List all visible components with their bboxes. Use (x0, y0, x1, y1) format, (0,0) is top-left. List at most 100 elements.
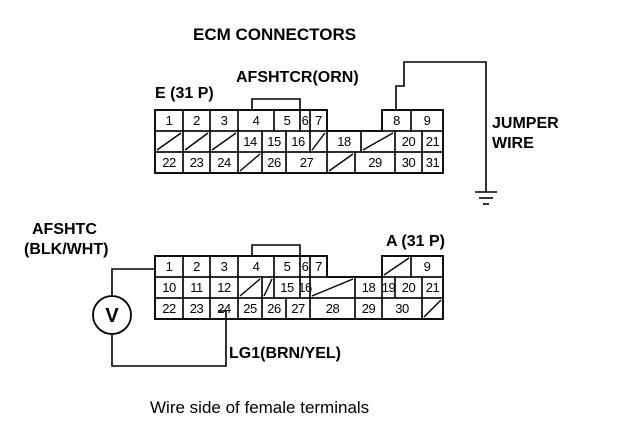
jumper-wire (395, 61, 487, 192)
connector-a-pin-cell: 11 (182, 276, 211, 299)
connector-e-pin-number: 14 (243, 134, 257, 149)
connector-a-pin-number: 1 (166, 259, 173, 274)
connector-e-pin-number: 7 (315, 113, 322, 128)
connector-a-pin-cell: 20 (394, 276, 423, 299)
connector-a-pin-cell (261, 276, 275, 299)
connector-e-pin-number: 22 (162, 155, 176, 170)
connector-a-empty-cavity (239, 278, 261, 297)
connector-e-empty-cavity (311, 132, 326, 151)
connector-e-pin-number: 8 (393, 113, 400, 128)
connector-e-key-tab (251, 98, 301, 110)
connector-e-pin-cell: 21 (421, 130, 444, 153)
jumper-label-line1: JUMPER (492, 115, 559, 132)
connector-e-pin-cell: 24 (209, 151, 239, 174)
connector-a-empty-cavity (423, 299, 442, 318)
connector-e-pin-cell: 2 (182, 109, 211, 132)
connector-a-pin-cell: 6 (299, 255, 311, 278)
connector-a-pin-cell: 15 (273, 276, 301, 299)
connector-a-pin-cell: 2 (182, 255, 211, 278)
connector-e-empty-cavity (156, 132, 182, 151)
ground-icon (475, 191, 497, 205)
connector-e-pin-cell: 8 (381, 109, 412, 132)
connector-e-pin-cell (309, 130, 328, 153)
connector-a-pin-cell: 25 (237, 297, 263, 320)
connector-a-pin-cell: 22 (154, 297, 184, 320)
connector-e-pin-number: 20 (402, 134, 416, 149)
connector-a-pin-cell: 10 (154, 276, 184, 299)
lg1-wire-label: LG1(BRN/YEL) (229, 345, 341, 362)
connector-e-empty-cavity (211, 132, 237, 151)
connector-a-pin-cell: 27 (285, 297, 311, 320)
connector-e-pin-number: 5 (284, 113, 291, 128)
voltmeter-icon: V (92, 295, 132, 335)
connector-e-pin-cell (154, 130, 184, 153)
connector-a-pin-number: 4 (253, 259, 260, 274)
connector-e-pin-cell (237, 151, 263, 174)
connector-a-empty-cavity (383, 257, 410, 276)
connector-a-pin-cell: 18 (354, 276, 383, 299)
jumper-label-line2: WIRE (492, 135, 534, 152)
connector-a-pin-number: 21 (426, 280, 440, 295)
connector-e-pin-cell (326, 151, 356, 174)
connector-e-pin-cell (360, 130, 396, 153)
connector-e-pin-number: 24 (217, 155, 231, 170)
connector-a-pin-number: 12 (217, 280, 231, 295)
connector-a-pin-number: 16 (298, 280, 312, 295)
connector-a-pin-number: 28 (326, 301, 340, 316)
connector-a-pin-cell: 30 (381, 297, 423, 320)
connector-a-pin-cell: 12 (209, 276, 239, 299)
connector-e-pin-cell: 5 (273, 109, 301, 132)
connector-e-pin-cell: 3 (209, 109, 239, 132)
connector-e-notch (328, 109, 381, 131)
connector-e-pin-cell: 4 (237, 109, 275, 132)
connector-a-pin-cell: 26 (261, 297, 287, 320)
connector-e-pin-cell: 27 (285, 151, 328, 174)
connector-a-pin-cell: 19 (381, 276, 396, 299)
connector-a-pin-number: 24 (217, 301, 231, 316)
connector-a-empty-cavity (263, 278, 273, 297)
connector-e-empty-cavity (184, 132, 209, 151)
connector-a-pin-number: 10 (162, 280, 176, 295)
connector-a-pin-cell (421, 297, 444, 320)
connector-a-pin-number: 27 (291, 301, 305, 316)
connector-a-pin-number: 18 (362, 280, 376, 295)
connector-e-pin-cell: 1 (154, 109, 184, 132)
connector-a-pin-number: 19 (382, 280, 396, 295)
connector-a-pin-cell: 5 (273, 255, 301, 278)
connector-a-pin-number: 22 (162, 301, 176, 316)
connector-a-pin-cell: 29 (354, 297, 383, 320)
diagram-title: ECM CONNECTORS (193, 25, 356, 44)
connector-a-pin-cell: 28 (309, 297, 356, 320)
connector-a-pin-cell: 21 (421, 276, 444, 299)
connector-a-pin-number: 11 (190, 280, 203, 295)
connector-e-pin-number: 9 (424, 113, 431, 128)
connector-a-pin-cell: 3 (209, 255, 239, 278)
connector-e-pin-cell (182, 130, 211, 153)
connector-e-pin-number: 3 (221, 113, 228, 128)
connector-a-label: A (31 P) (386, 233, 445, 250)
connector-e-pin-cell: 30 (394, 151, 423, 174)
connector-a-key-tab (251, 244, 301, 256)
connector-a-pin-number: 15 (280, 280, 294, 295)
connector-e-pin-cell: 29 (354, 151, 396, 174)
connector-e-pin-number: 26 (267, 155, 281, 170)
connector-a-pin-number: 6 (302, 259, 309, 274)
connector-e-empty-cavity (239, 153, 261, 172)
connector-a-pin-cell: 7 (309, 255, 328, 278)
connector-a-pin-number: 23 (190, 301, 204, 316)
connector-e-pin-number: 21 (426, 134, 440, 149)
connector-a-pin-cell (309, 276, 356, 299)
connector-e-label: E (31 P) (155, 85, 214, 102)
connector-a-pin-number: 20 (402, 280, 416, 295)
meter-ground-wire (111, 310, 227, 367)
connector-e-pin-cell: 9 (410, 109, 444, 132)
meter-label-line1: AFSHTC (32, 221, 97, 238)
connector-a-pin-number: 3 (221, 259, 228, 274)
connector-e-empty-cavity (362, 132, 394, 151)
connector-e-pin-cell: 31 (421, 151, 444, 174)
connector-e-empty-cavity (328, 153, 354, 172)
connector-e-pin-cell: 20 (394, 130, 423, 153)
connector-e-pin-number: 2 (193, 113, 200, 128)
connector-a-pin-number: 30 (395, 301, 409, 316)
